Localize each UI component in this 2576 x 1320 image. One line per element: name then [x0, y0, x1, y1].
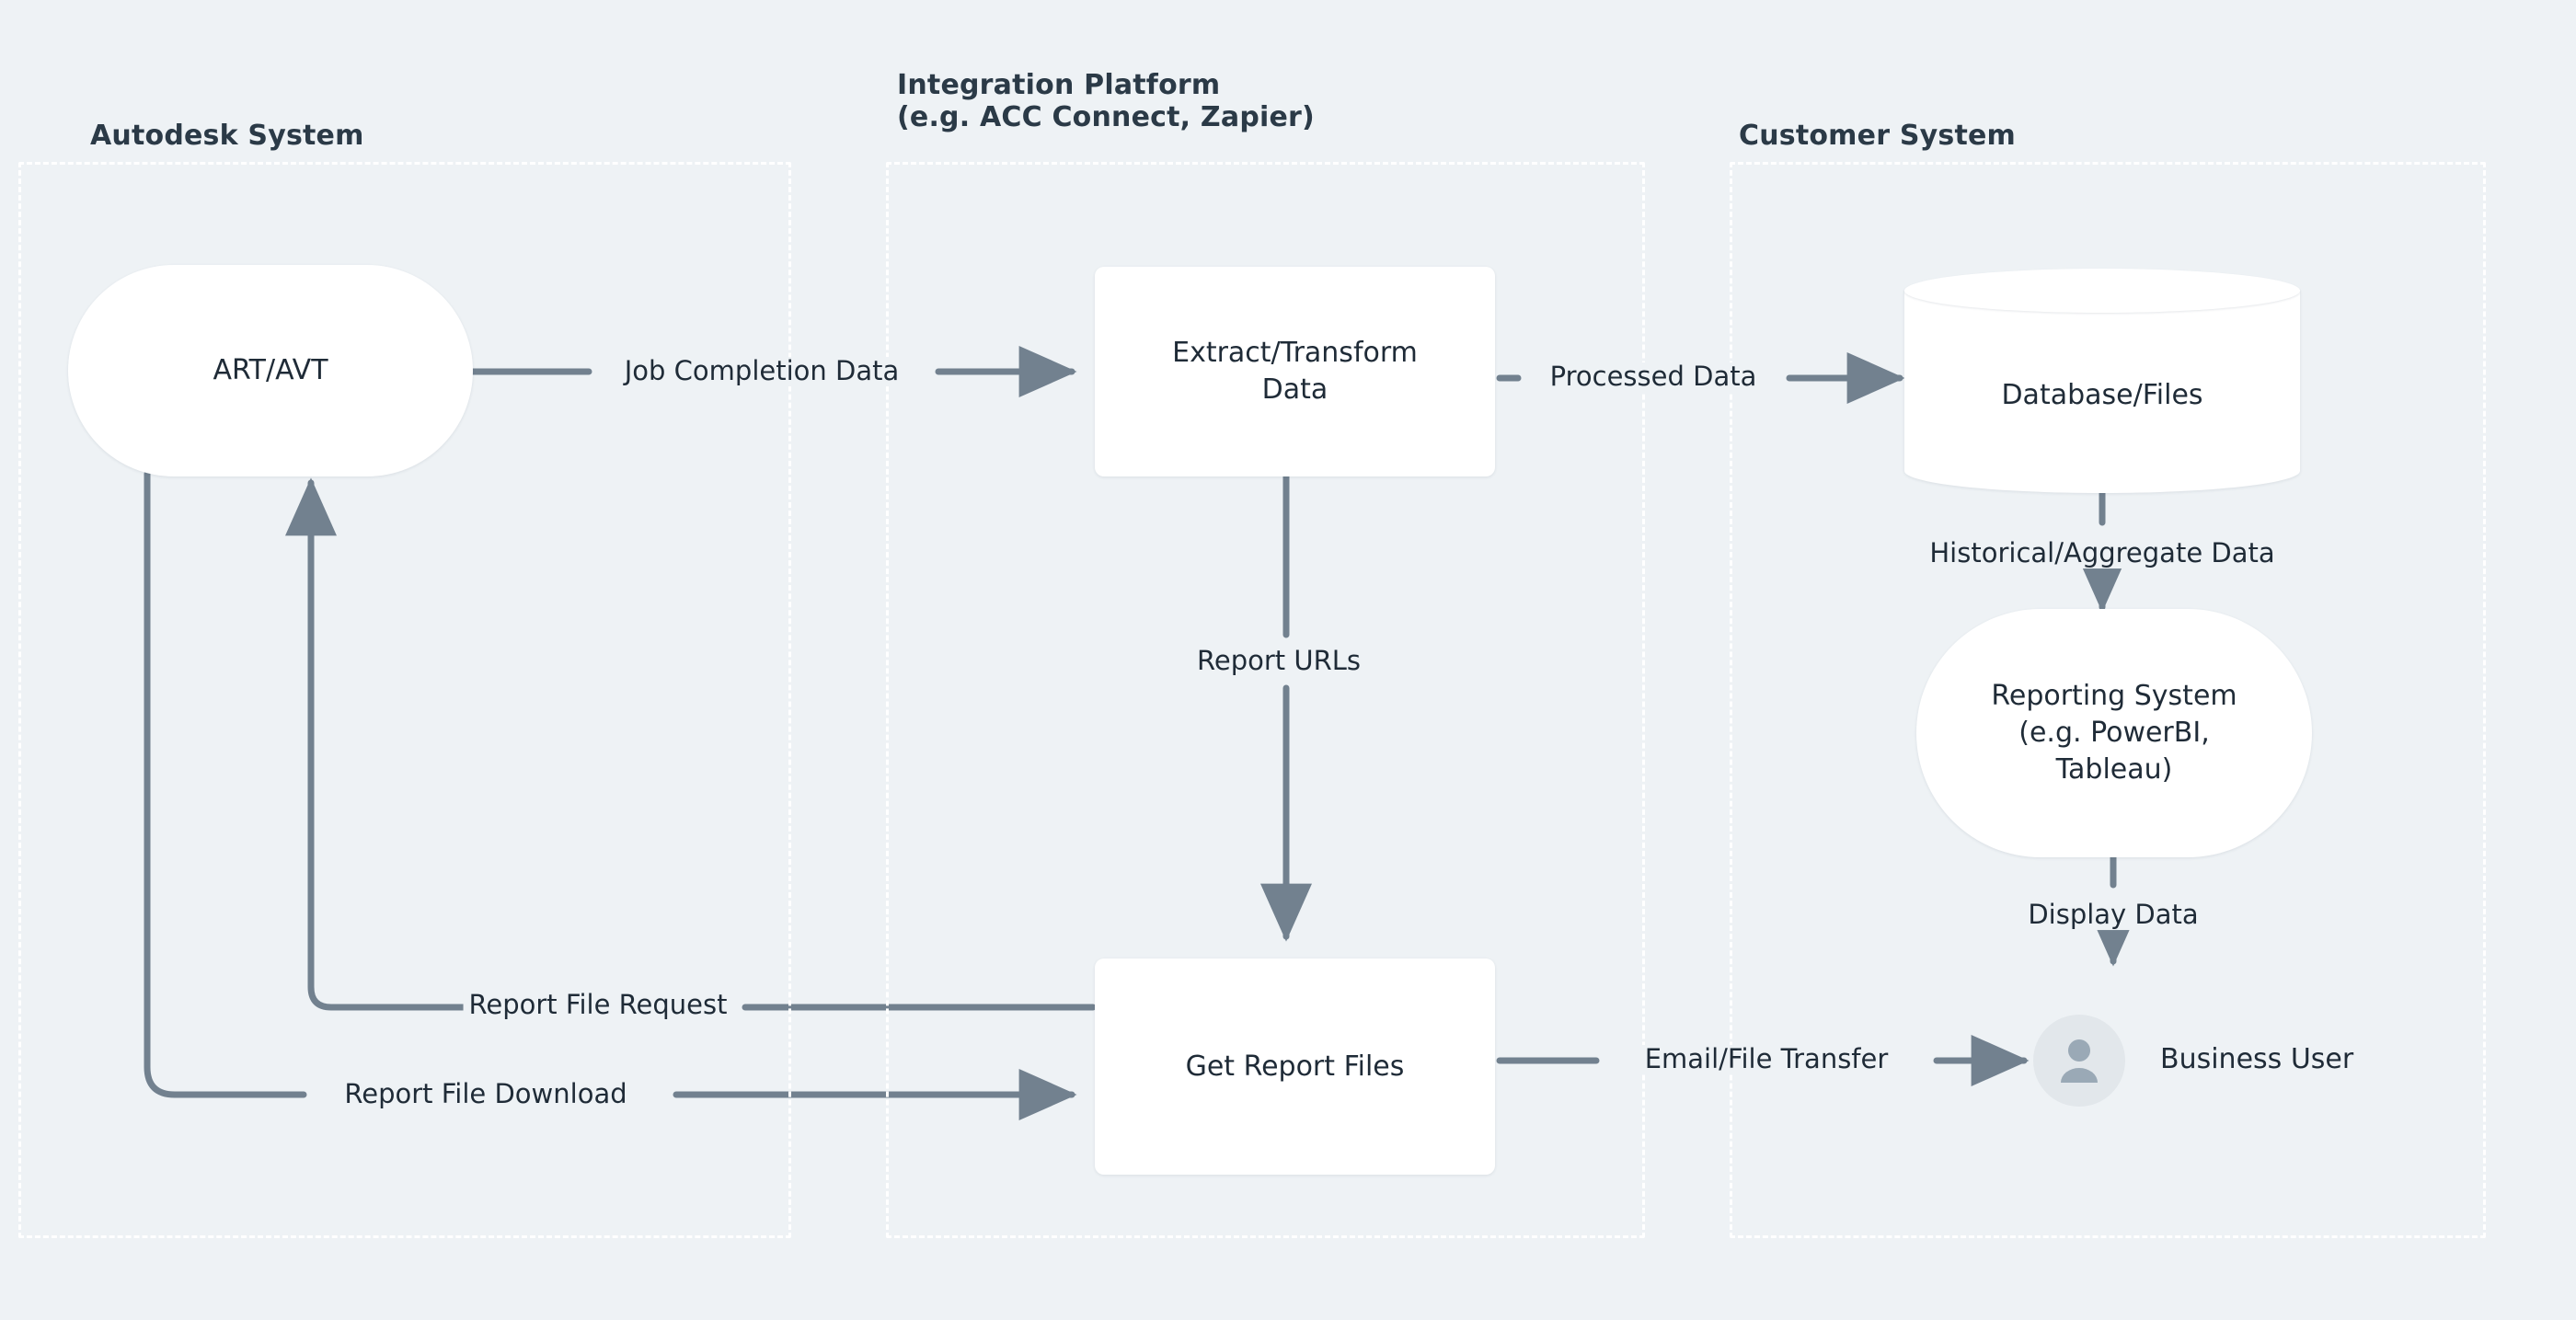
group-title-integration: Integration Platform (e.g. ACC Connect, … [897, 69, 1315, 134]
group-frame-integration [886, 162, 1645, 1238]
node-business-user-avatar[interactable] [2033, 1015, 2125, 1107]
edge-label-display-data: Display Data [2022, 900, 2204, 930]
edge-label-report-file-download: Report File Download [339, 1079, 633, 1109]
person-icon [2061, 1039, 2098, 1083]
node-extract-transform-data[interactable]: Extract/Transform Data [1095, 267, 1495, 476]
edge-label-historical-aggregate-data: Historical/Aggregate Data [1924, 538, 2281, 568]
group-frame-customer [1730, 162, 2486, 1238]
group-title-customer: Customer System [1739, 120, 2016, 152]
edge-report-file-request-b [285, 477, 468, 1011]
edge-label-report-file-request: Report File Request [463, 990, 733, 1020]
node-reporting-system[interactable]: Reporting System (e.g. PowerBI, Tableau) [1916, 609, 2312, 857]
node-reporting-system-label: Reporting System (e.g. PowerBI, Tableau) [1991, 680, 2237, 786]
node-extract-transform-data-label: Extract/Transform Data [1172, 337, 1418, 406]
edge-label-email-file-transfer: Email/File Transfer [1639, 1044, 1894, 1074]
edge-label-report-urls: Report URLs [1191, 646, 1366, 676]
group-title-autodesk: Autodesk System [90, 120, 364, 152]
node-get-report-files[interactable]: Get Report Files [1095, 958, 1495, 1175]
node-art-avt[interactable]: ART/AVT [68, 265, 473, 476]
node-database-files-label: Database/Files [2001, 378, 2203, 411]
edge-label-processed-data: Processed Data [1544, 362, 1763, 392]
cylinder-top-ellipse [1904, 269, 2300, 313]
node-business-user-label: Business User [2160, 1043, 2354, 1075]
edge-label-job-completion-data: Job Completion Data [618, 356, 905, 386]
node-database-files[interactable]: Database/Files [1904, 269, 2300, 493]
cylinder-body [1904, 291, 2300, 493]
edge-report-file-download-a [144, 470, 307, 1098]
group-frame-autodesk [18, 162, 791, 1238]
node-get-report-files-label: Get Report Files [1185, 1050, 1405, 1083]
node-art-avt-label: ART/AVT [213, 354, 328, 387]
